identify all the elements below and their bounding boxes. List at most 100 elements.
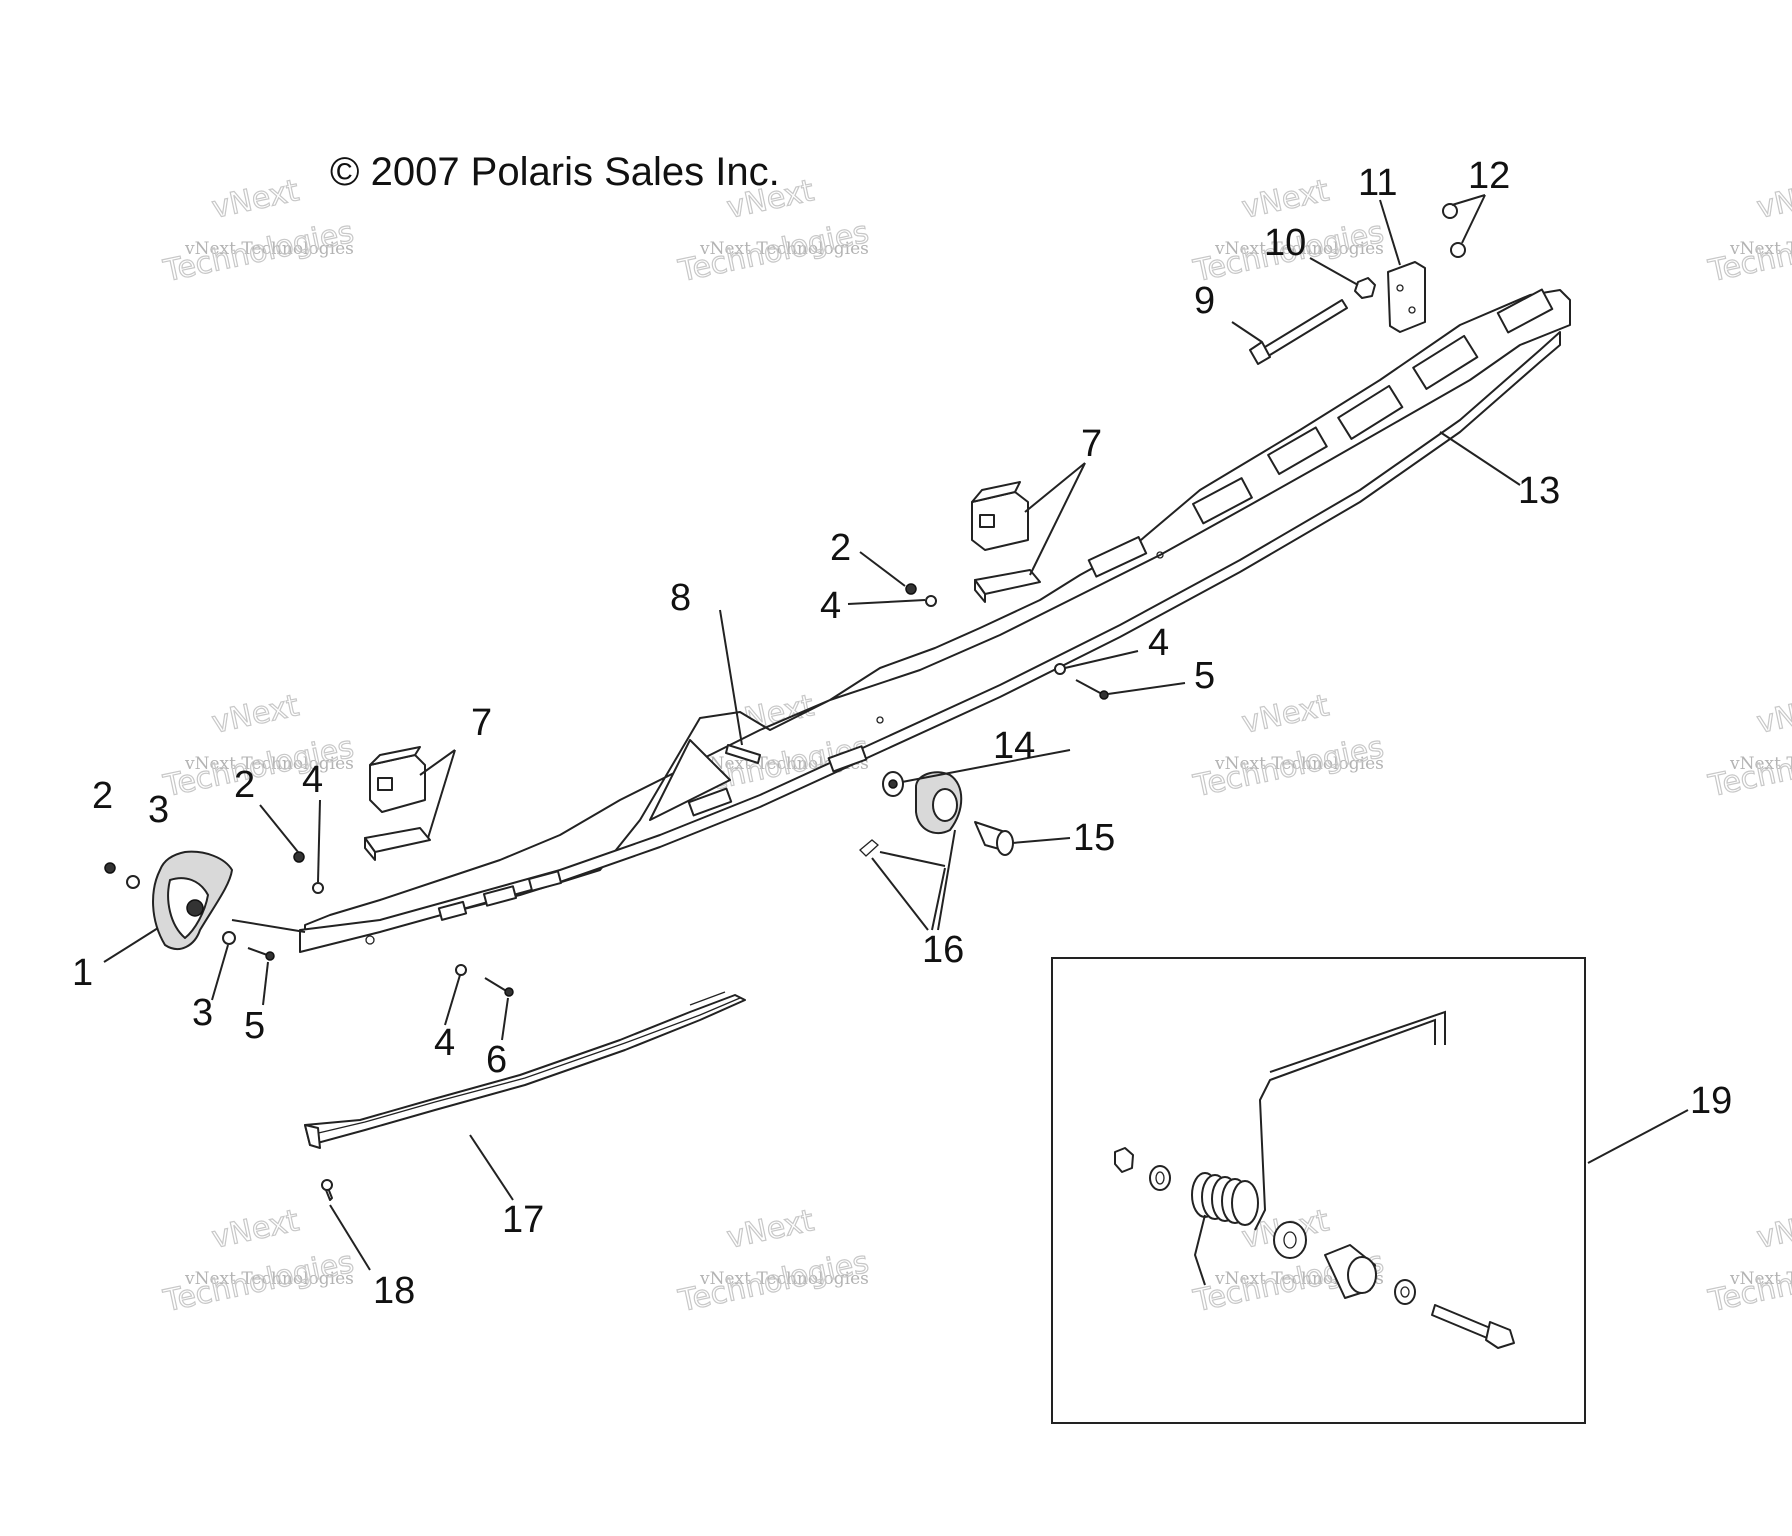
svg-text:Technologies: Technologies: [675, 215, 872, 290]
callout-5: 5: [244, 1005, 265, 1047]
svg-text:vNext: vNext: [209, 688, 302, 741]
svg-text:vNext Technologies: vNext Technologies: [184, 1269, 354, 1289]
long-bolt-head: [1249, 341, 1271, 365]
front-bumper: [152, 850, 306, 950]
rail-slot: [1496, 288, 1554, 334]
washer: [455, 964, 467, 976]
svg-text:vNext Technologies: vNext Technologies: [1729, 1269, 1792, 1289]
svg-text:vNext Technologies: vNext Technologies: [1729, 239, 1792, 259]
rail-slot: [1337, 384, 1404, 440]
axle-end: [996, 830, 1014, 856]
washer: [312, 882, 324, 894]
rail-frame: [304, 289, 1571, 944]
spring-rod: [1254, 1018, 1436, 1231]
bracket: [1387, 261, 1426, 333]
nut: [1114, 1147, 1134, 1173]
svg-text:vNext: vNext: [209, 1203, 302, 1256]
callout-2: 2: [830, 527, 851, 569]
callout-2: 2: [234, 764, 255, 806]
bolt-head: [1099, 690, 1109, 700]
callout-11: 11: [1358, 162, 1397, 204]
rail-slot: [1191, 477, 1253, 525]
rail-gusset: [649, 739, 731, 821]
svg-text:vNext: vNext: [1239, 688, 1332, 741]
watermark: vNext vNext Technologies Technologies: [1704, 1203, 1792, 1320]
svg-text:vNext: vNext: [1239, 173, 1332, 226]
torsion-spring: [1191, 1172, 1259, 1286]
washer: [126, 875, 140, 889]
callout-12: 12: [1468, 155, 1510, 197]
callout-3: 3: [148, 789, 169, 831]
rivet: [1442, 203, 1458, 219]
rail-hole: [876, 716, 884, 724]
washer: [222, 931, 236, 945]
nut: [104, 862, 116, 874]
callout-1: 1: [72, 952, 93, 994]
svg-text:vNext: vNext: [1754, 1203, 1792, 1256]
pin: [879, 851, 946, 867]
callout-2: 2: [92, 775, 113, 817]
watermark: vNext vNext Technologies Technologies: [1704, 688, 1792, 805]
callout-4: 4: [1148, 622, 1169, 664]
nut: [905, 583, 917, 595]
callout-3: 3: [192, 992, 213, 1034]
svg-text:Technologies: Technologies: [1705, 1245, 1792, 1320]
cushion-insert-rear: [974, 569, 1041, 603]
callout-5: 5: [1194, 655, 1215, 697]
washer: [925, 595, 937, 607]
rail-lower-strip: [299, 331, 1561, 953]
watermark: vNext vNext Technologies Technologies: [159, 1203, 357, 1320]
watermark: vNext vNext Technologies Technologies: [159, 173, 357, 290]
spring-kit: [1114, 1010, 1515, 1349]
hardware: [104, 203, 1466, 1201]
washer: [1149, 1165, 1171, 1191]
callout-7: 7: [1081, 423, 1102, 465]
nut: [1354, 277, 1376, 299]
rail-slot: [482, 885, 518, 907]
cotter-pin: [859, 839, 879, 857]
rail-slot: [437, 900, 468, 921]
inset-box: [1051, 957, 1586, 1424]
svg-text:vNext Technologies: vNext Technologies: [699, 239, 869, 259]
rail-slot: [527, 870, 563, 892]
svg-text:Technologies: Technologies: [1705, 730, 1792, 805]
svg-text:vNext: vNext: [1754, 173, 1792, 226]
bolt: [1431, 1304, 1496, 1341]
watermark: vNext vNext Technologies Technologies: [674, 1203, 872, 1320]
callout-7: 7: [471, 702, 492, 744]
rail-slot: [1087, 536, 1148, 578]
watermark: vNext vNext Technologies Technologies: [1704, 173, 1792, 290]
callout-17: 17: [502, 1199, 544, 1241]
callout-9: 9: [1194, 280, 1215, 322]
cushion-insert-front: [364, 827, 431, 861]
rail-slot: [687, 787, 733, 817]
svg-text:vNext: vNext: [724, 1203, 817, 1256]
svg-text:vNext Technologies: vNext Technologies: [184, 239, 354, 259]
rail-hole: [1156, 551, 1164, 559]
washer: [1054, 663, 1066, 675]
bolt: [484, 977, 509, 993]
callout-6: 6: [486, 1039, 507, 1081]
svg-text:Technologies: Technologies: [160, 215, 357, 290]
bolt-head: [1485, 1321, 1515, 1349]
rivet: [1450, 242, 1466, 258]
bolt: [1075, 679, 1103, 695]
svg-text:Technologies: Technologies: [675, 1245, 872, 1320]
svg-text:Technologies: Technologies: [1705, 215, 1792, 290]
copyright-text: © 2007 Polaris Sales Inc.: [330, 150, 780, 194]
svg-text:Technologies: Technologies: [160, 1245, 357, 1320]
svg-text:Technologies: Technologies: [160, 730, 357, 805]
callout-8: 8: [670, 577, 691, 619]
bolt-head: [504, 987, 514, 997]
watermark: vNext vNext Technologies Technologies: [1189, 688, 1387, 805]
callout-4: 4: [434, 1022, 455, 1064]
rail-hole: [365, 935, 375, 945]
rail-slot: [827, 745, 868, 773]
callout-16: 16: [922, 929, 964, 971]
callout-18: 18: [373, 1270, 415, 1312]
callout-19: 19: [1690, 1080, 1732, 1122]
bolt-head: [265, 951, 275, 961]
svg-text:Technologies: Technologies: [1190, 730, 1387, 805]
washer: [1394, 1279, 1416, 1305]
